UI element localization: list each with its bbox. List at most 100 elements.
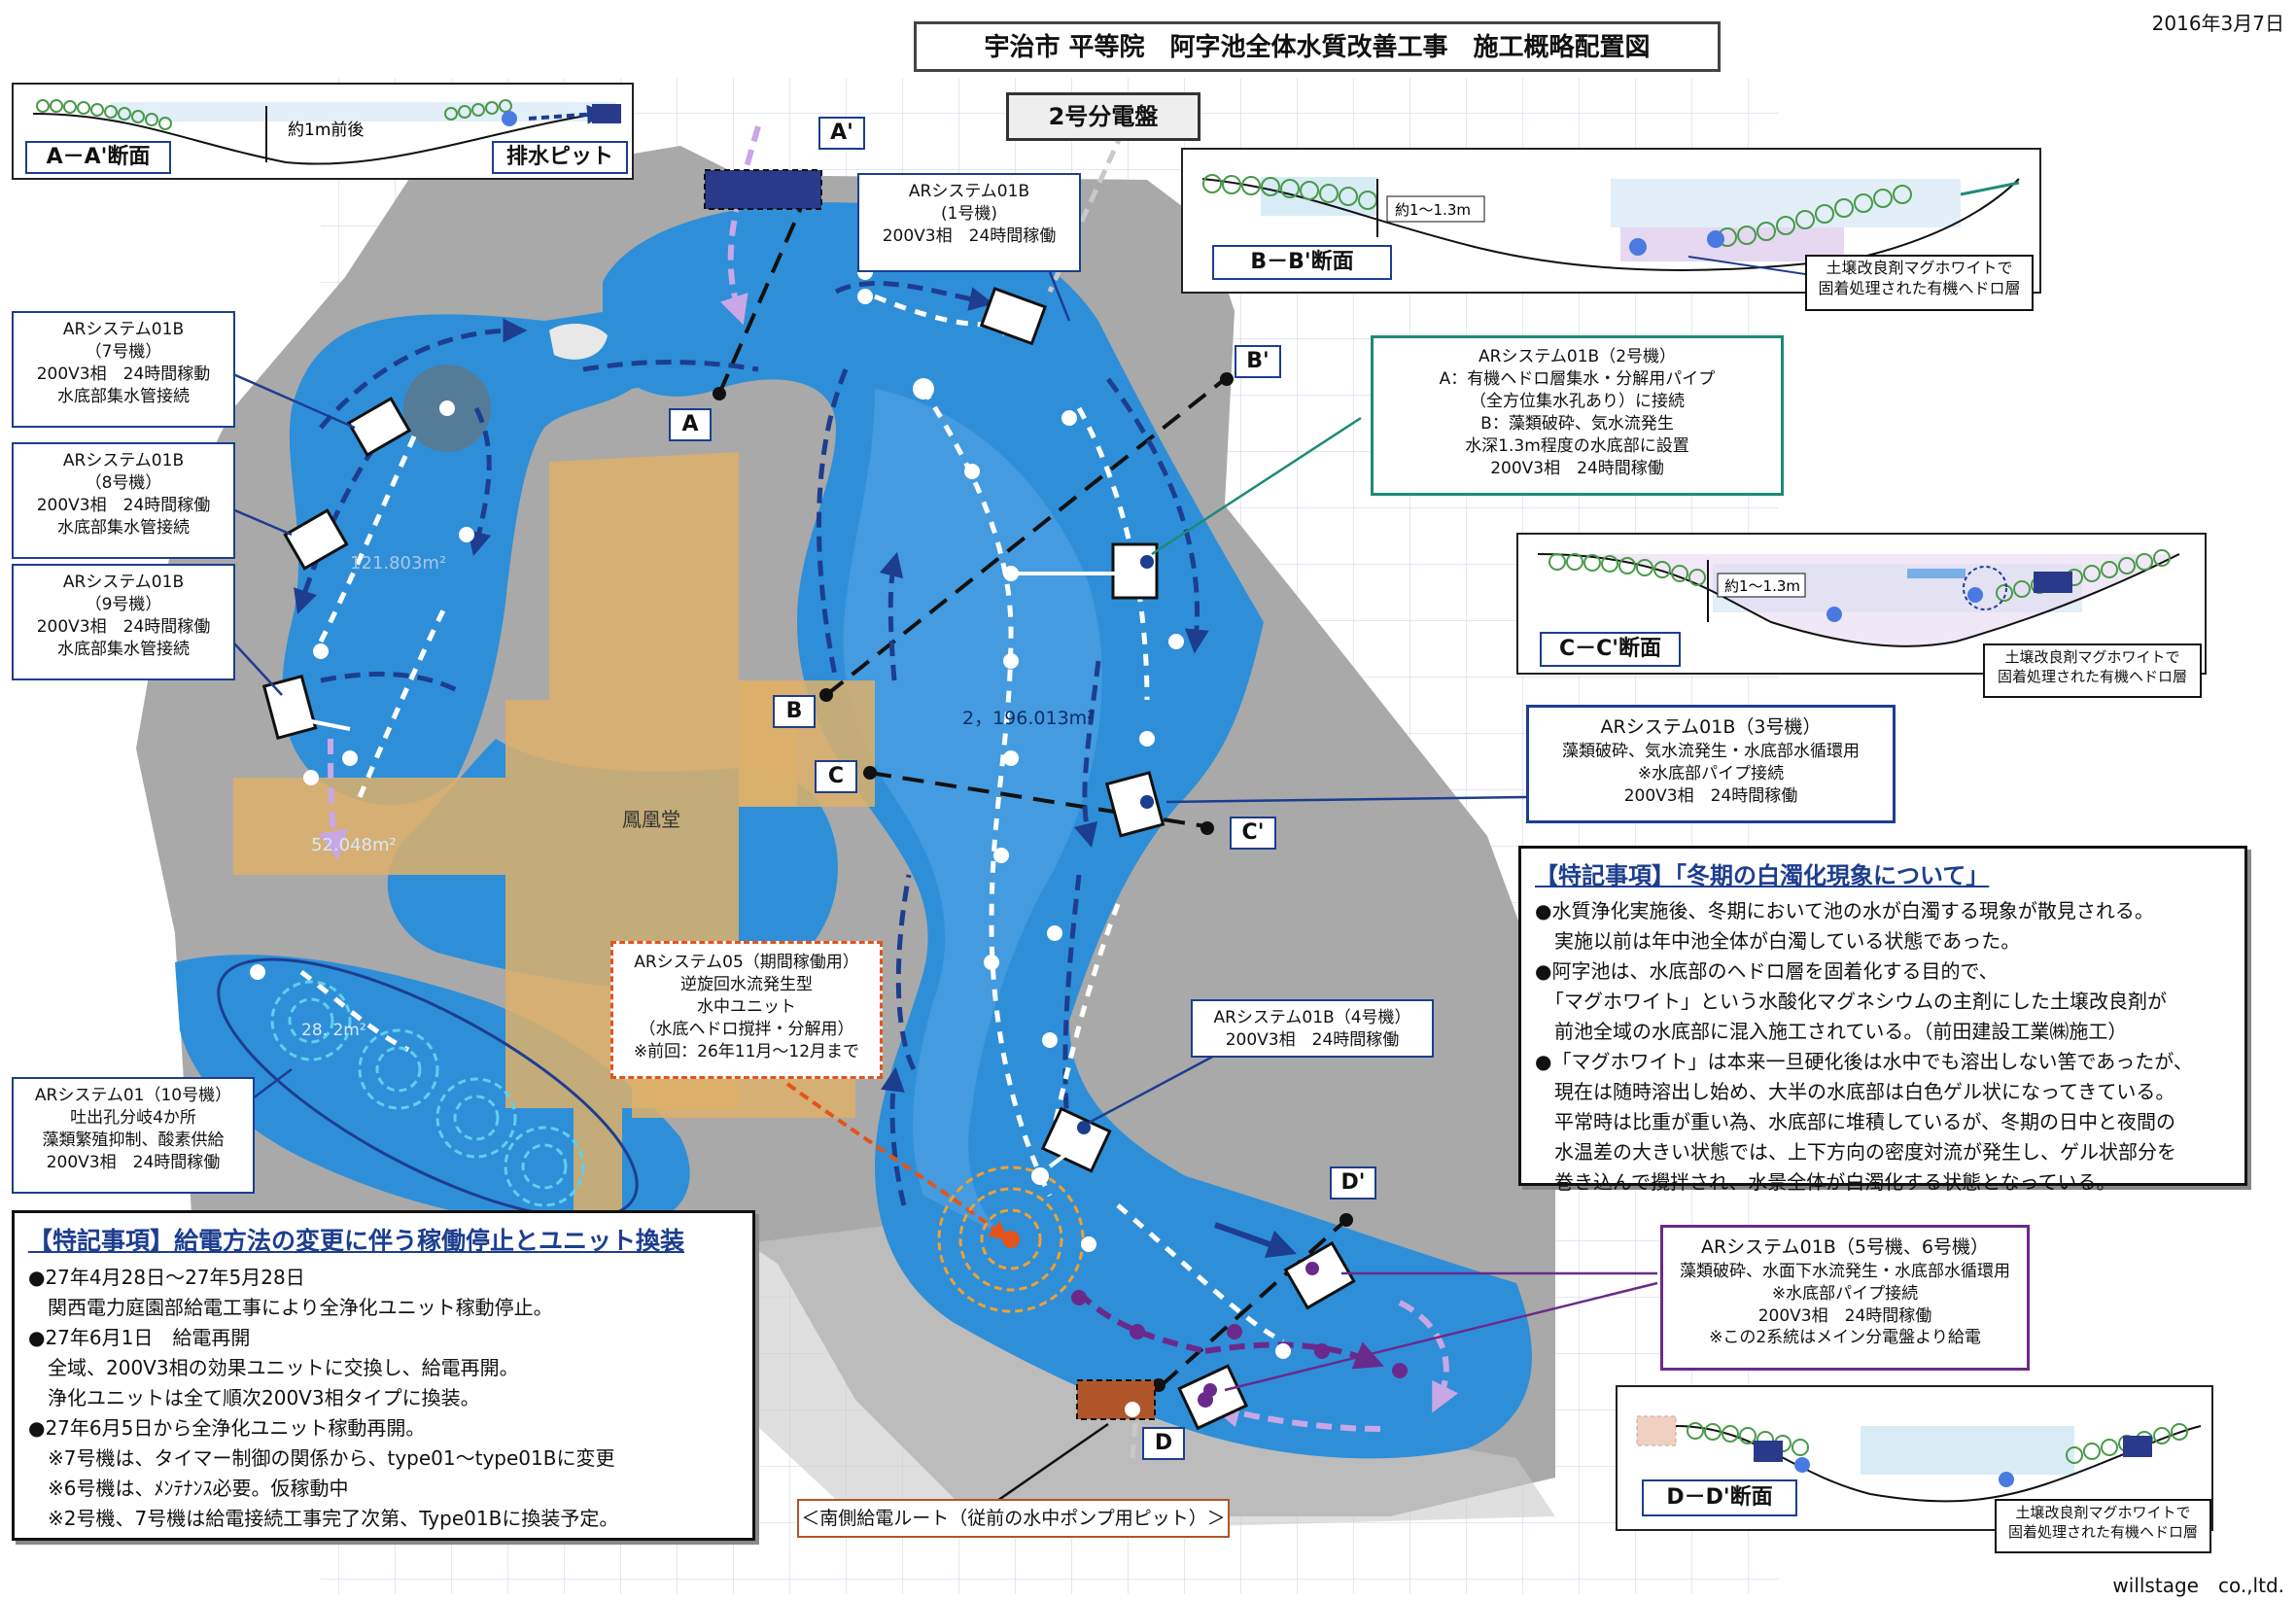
unit-2-line: ARシステム01B（2号機） [1478, 347, 1677, 366]
section-bb-label: B－B'断面 [1212, 245, 1392, 280]
note-winter-line: 前池全域の水底部に混入施工されている。（前田建設工業㈱施工） [1535, 1020, 2128, 1044]
main-pond-light [843, 389, 1102, 1235]
section-label-b-prime: B' [1235, 345, 1281, 378]
note-winter-panel: 【特記事項】「冬期の白濁化現象について」 ●水質浄化実施後、冬期において池の水が… [1518, 846, 2247, 1194]
section-aa-diagram: 約1m前後 [32, 99, 621, 165]
section-dd-diagram [1636, 1415, 2202, 1503]
unit-7-line: 200V3相 24時間稼動 [36, 364, 211, 384]
outlet-rings [270, 980, 585, 1207]
unit-5-6-line: ※水底部パイプ接続 [1771, 1283, 1919, 1304]
section-aa-pit: 排水ピット [492, 141, 628, 174]
section-aa-depth: 約1m前後 [288, 121, 364, 140]
note-winter-line: 水温差の大きい状態では、上下方向の密度対流が発生し、ゲル状部分を [1535, 1140, 2176, 1165]
unit-9-line: 水底部集水管接続 [57, 639, 190, 659]
note-winter-line: 現在は随時溶出し始め、大半の水底部は白色ゲル状になってきている。 [1535, 1080, 2175, 1104]
section-bb-panel: 約1～1.3m B－B'断面 土壌改良剤マグホワイトで 固着処理された有機ヘドロ… [1181, 148, 2041, 311]
unit-9-line: （9号機） [85, 594, 162, 614]
section-cc-label: C－C'断面 [1540, 632, 1681, 667]
section-bb-note-line: 固着処理された有機ヘドロ層 [1818, 278, 2021, 297]
section-dd-note-line: 土壌改良剤マグホワイトで [2015, 1504, 2191, 1521]
section-cc-diagram: 約1～1.3m [1537, 549, 2180, 647]
unit-5-6-line: 200V3相 24時間稼働 [1757, 1305, 1932, 1326]
note-winter-line: 実施以前は年中池全体が白濁している状態であった。 [1535, 929, 2021, 954]
area-south: 52.048m² [311, 835, 397, 855]
unit-10-line: ARシステム01（10号機） [34, 1086, 232, 1105]
note-winter-line: ●阿字池は、水底部のヘドロ層を固着化する目的で、 [1535, 959, 1999, 984]
area-main: 2，196.013m² [962, 708, 1095, 729]
section-dd-label: D－D'断面 [1642, 1479, 1797, 1516]
area-north: 121.803m² [350, 553, 446, 574]
note-power-line: ※7号機は、タイマー制御の関係から、type01～type01Bに変更 [28, 1445, 615, 1470]
note-power-panel: 【特記事項】給電方法の変更に伴う稼働停止とユニット換装 ●27年4月28日～27… [12, 1210, 755, 1541]
unit-7-line: （7号機） [85, 341, 162, 362]
section-bb-depth: 約1～1.3m [1395, 201, 1471, 219]
power-dashed-line [1047, 129, 1126, 294]
south-pit [1076, 1379, 1156, 1420]
note-power-line: ※2号機、7号機は給電接続工事完了次第、Type01Bに換装予定。 [28, 1506, 619, 1530]
unit-8-line: 200V3相 24時間稼働 [36, 495, 211, 515]
unit-9-line: ARシステム01B [62, 573, 185, 592]
hall-label: 鳳凰堂 [622, 808, 680, 831]
page-title: 宇治市 平等院 阿字池全体水質改善工事 施工概略配置図 [914, 21, 1721, 72]
panel-label: 2号分電盤 [1006, 92, 1200, 141]
section-cc-depth: 約1～1.3m [1724, 577, 1800, 595]
southwest-pond [175, 955, 690, 1228]
unit-4-line: 200V3相 24時間稼働 [1225, 1029, 1400, 1050]
note-winter-heading: 【特記事項】「冬期の白濁化現象について」 [1535, 862, 1990, 889]
unit-2-line: （全方位集水孔あり）に接続 [1470, 391, 1685, 411]
section-cc-note-line: 固着処理された有機ヘドロ層 [1997, 668, 2187, 686]
leader-lines [223, 271, 1658, 1513]
note-power-line: ●27年6月5日から全浄化ユニット稼動再開。 [28, 1415, 426, 1440]
note-winter-line: 「マグホワイト」という水酸化マグネシウムの主剤にした土壌改良剤が [1535, 990, 2167, 1014]
white-dots [250, 264, 1291, 1417]
note-power-line: ●27年4月28日～27年5月28日 [28, 1265, 305, 1289]
section-dd-panel: D－D'断面 土壌改良剤マグホワイトで 固着処理された有機ヘドロ層 [1616, 1385, 2213, 1553]
note-power-line: ●27年6月1日 給電再開 [28, 1325, 251, 1349]
solid-flow-arrow [1213, 1222, 1298, 1259]
unit-9-line: 200V3相 24時間稼働 [36, 616, 211, 637]
unit-7-line: 水底部集水管接続 [57, 386, 190, 406]
unit10-outline [217, 957, 639, 1220]
section-label-b: B [773, 695, 816, 728]
note-power-line: ※6号機は、ﾒﾝﾃﾅﾝｽ必要。仮稼動中 [28, 1476, 349, 1500]
unit-05-line: ※前回：26年11月～12月まで [633, 1041, 860, 1061]
area-west: 28. 2m² [301, 1021, 366, 1040]
section-cc-note-line: 土壌改良剤マグホワイトで [2004, 648, 2180, 666]
unit-1-line: ARシステム01B [908, 182, 1030, 201]
footer-company: willstage co.,ltd. [2112, 1574, 2284, 1597]
unit-2-line: B：藻類破砕、気水流発生 [1480, 413, 1674, 434]
unit-10-line: 200V3相 24時間稼働 [46, 1152, 221, 1172]
unit-3-line: ※水底部パイプ接続 [1637, 763, 1785, 783]
flow-paths-lilac [318, 125, 1459, 1432]
section-aa-label: A－A'断面 [25, 141, 171, 174]
section-cc-note: 土壌改良剤マグホワイトで 固着処理された有機ヘドロ層 [1983, 643, 2202, 698]
note-winter-line: ●「マグホワイト」は本来一旦硬化後は水中でも溶出しない筈であったが、 [1535, 1050, 2193, 1074]
orange-arrow [785, 1082, 1009, 1241]
note-winter-line: 平常時は比重が重い為、水底部に堆積しているが、冬期の日中と夜間の [1535, 1110, 2175, 1134]
section-label-c-prime: C' [1230, 817, 1276, 850]
note-winter-line: 巻き込んで攪拌され、水景全体が白濁化する状態となっている。 [1535, 1170, 2116, 1195]
section-dd-note: 土壌改良剤マグホワイトで 固着処理された有機ヘドロ層 [1995, 1499, 2211, 1553]
unit-10-callout: ARシステム01（10号機） 吐出孔分岐4か所 藻類繁殖抑制、酸素供給 200V… [12, 1077, 255, 1194]
unit-7-callout: ARシステム01B （7号機） 200V3相 24時間稼動 水底部集水管接続 [12, 311, 235, 428]
page-title-text: 宇治市 平等院 阿字池全体水質改善工事 施工概略配置図 [984, 33, 1651, 62]
note-winter-line: ●水質浄化実施後、冬期において池の水が白濁する現象が散見される。 [1535, 899, 2154, 923]
unit-8-line: （8号機） [85, 472, 162, 493]
unit-05-line: 水中ユニット [697, 996, 796, 1017]
section-bb-note-line: 土壌改良剤マグホワイトで [1826, 259, 2013, 277]
unit-5-6-line: ※この2系統はメイン分電盤より給電 [1709, 1328, 1981, 1348]
unit-2-line: A：有機ヘドロ層集水・分解用パイプ [1439, 368, 1716, 389]
section-label-c: C [815, 760, 857, 793]
unit-05-callout: ARシステム05（期間稼働用） 逆旋回水流発生型 水中ユニット （水底ヘドロ撹拌… [610, 941, 883, 1079]
unit-markers [261, 287, 1356, 1431]
unit-5-6-line: ARシステム01B（5号機、6号機） [1700, 1236, 1990, 1258]
page-date: 2016年3月7日 [2151, 12, 2284, 35]
unit-links [300, 572, 1118, 1168]
unit-1-line: 200V3相 24時間稼働 [882, 226, 1057, 246]
unit-2-callout: ARシステム01B（2号機） A：有機ヘドロ層集水・分解用パイプ （全方位集水孔… [1371, 335, 1784, 496]
north-island [549, 324, 608, 360]
unit-3-line: ARシステム01B（3号機） [1600, 716, 1822, 738]
unit-10-line: 吐出孔分岐4か所 [70, 1107, 196, 1128]
unit-05-line: ARシステム05（期間稼働用） [634, 953, 859, 972]
unit-4-line: ARシステム01B（4号機） [1213, 1008, 1411, 1027]
